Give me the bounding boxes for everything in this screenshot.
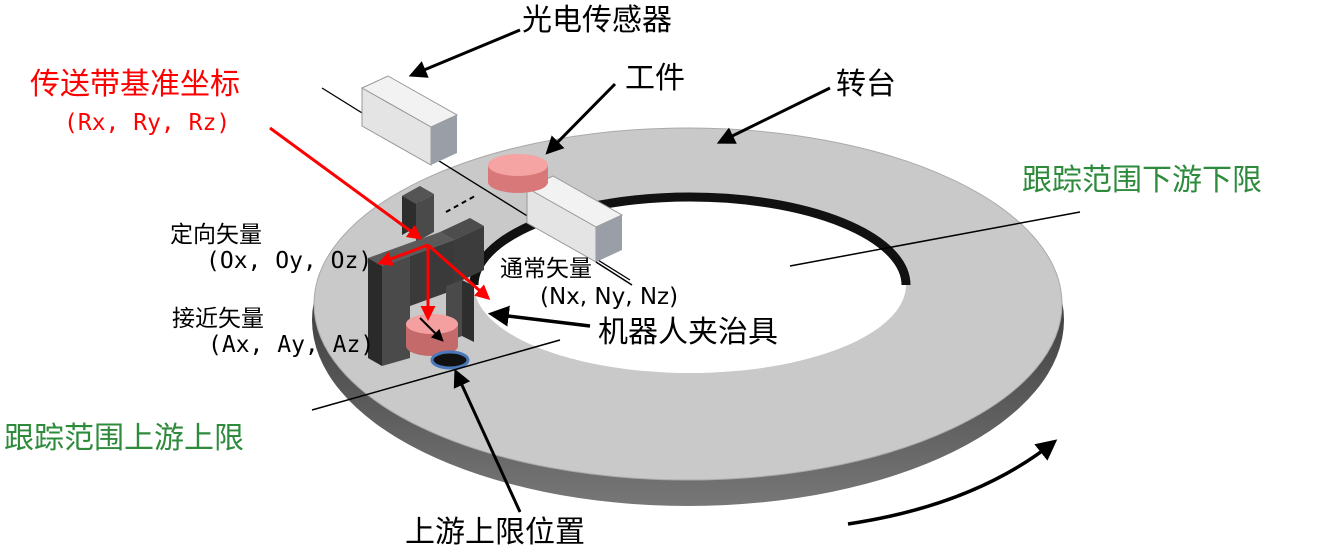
upstream-limit-line [311, 339, 561, 411]
upstream-position-arrow [453, 368, 522, 513]
orientation-vector-label: 定向矢量 [170, 222, 262, 248]
workpiece-arrow [545, 82, 617, 155]
approach-vector-label: 接近矢量 [172, 306, 264, 332]
tracking-downstream-limit-label: 跟踪范围下游下限 [1022, 163, 1262, 198]
photo-sensor-arrow [408, 28, 521, 78]
normal-vector-leader [595, 261, 633, 286]
rotation-arrow [847, 439, 1058, 526]
turntable-arrow [716, 86, 831, 144]
normal-vector-label: 通常矢量 [500, 256, 592, 282]
gripper-arrow [487, 305, 591, 328]
vector-arrows [269, 126, 491, 321]
approach-coords: (Ax, Ay, Az) [208, 332, 375, 358]
photo-sensor [360, 75, 624, 263]
upstream-limit-position-label: 上游上限位置 [405, 515, 585, 550]
sensor-beam-dash [445, 195, 476, 213]
photo-sensor-label: 光电传感器 [522, 3, 672, 38]
gripper-label: 机器人夹治具 [598, 315, 778, 350]
held-workpiece [406, 314, 458, 356]
conveyor-frame-coords: (Rx, Ry, Rz) [64, 110, 231, 136]
turntable-label: 转台 [836, 67, 896, 102]
tracking-upstream-limit-label: 跟踪范围上游上限 [4, 421, 244, 456]
upstream-limit-marker [430, 350, 470, 370]
workpiece [488, 154, 548, 193]
workpiece-label: 工件 [625, 61, 685, 96]
approach-small-arrow [419, 317, 444, 342]
downstream-limit-line [789, 211, 1081, 267]
conveyor-frame-title: 传送带基准坐标 [30, 67, 240, 102]
orientation-coords: (Ox, Oy, Oz) [206, 248, 373, 274]
normal-coords: (Nx, Ny, Nz) [540, 284, 679, 310]
